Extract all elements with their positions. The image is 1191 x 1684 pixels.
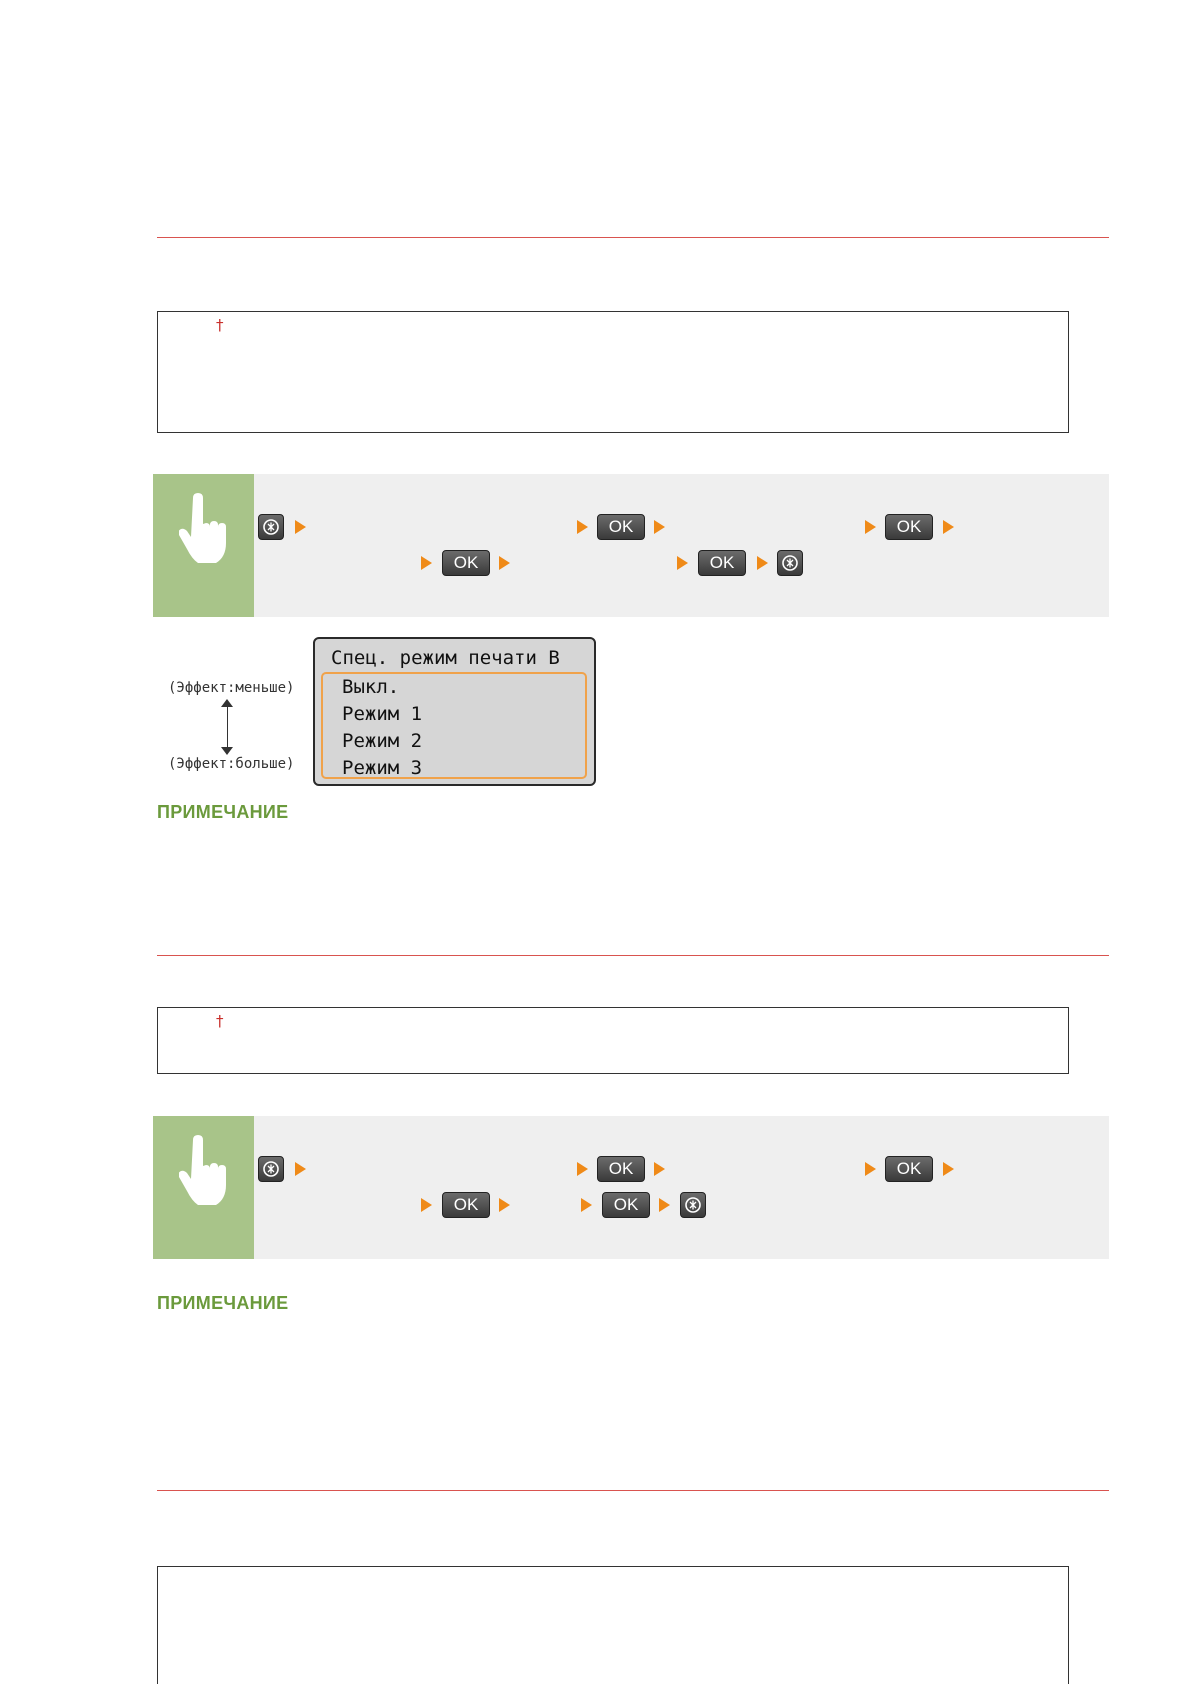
- hand-icon-block: [153, 1116, 254, 1259]
- procedure-panel: OK OK OK OK: [153, 1116, 1109, 1259]
- section-divider: [157, 955, 1109, 956]
- step-arrow: [421, 556, 432, 570]
- step-arrow: [943, 1162, 954, 1176]
- ok-button: OK: [442, 550, 490, 576]
- lcd-option: Выкл.: [342, 676, 400, 698]
- step-arrow: [943, 520, 954, 534]
- arrow-up-icon: [221, 699, 233, 707]
- step-arrow: [577, 1162, 588, 1176]
- dagger-mark: †: [216, 1012, 224, 1030]
- ok-button: OK: [602, 1192, 650, 1218]
- setting-box: [157, 1566, 1069, 1684]
- menu-button: [258, 1156, 284, 1182]
- dagger-mark: †: [216, 316, 224, 334]
- step-arrow: [499, 556, 510, 570]
- menu-button: [777, 550, 803, 576]
- lcd-option: Режим 3: [342, 757, 423, 779]
- lcd-option: Режим 1: [342, 703, 423, 725]
- menu-icon: [263, 519, 279, 535]
- step-arrow: [654, 1162, 665, 1176]
- effect-more-label: (Эффект:больше): [168, 756, 295, 772]
- range-line: [227, 704, 228, 748]
- ok-button: OK: [885, 514, 933, 540]
- step-arrow: [659, 1198, 670, 1212]
- hand-icon-block: [153, 474, 254, 617]
- step-arrow: [499, 1198, 510, 1212]
- lcd-title: Спец. режим печати B: [331, 647, 560, 669]
- step-arrow: [865, 520, 876, 534]
- step-arrow: [757, 556, 768, 570]
- lcd-screen: Спец. режим печати B Выкл. Режим 1 Режим…: [313, 637, 596, 786]
- ok-button: OK: [597, 1156, 645, 1182]
- hand-icon: [179, 493, 226, 563]
- note-heading: ПРИМЕЧАНИЕ: [157, 802, 289, 822]
- step-arrow: [581, 1198, 592, 1212]
- arrow-down-icon: [221, 747, 233, 755]
- menu-icon: [263, 1161, 279, 1177]
- section-divider: [157, 1490, 1109, 1491]
- note-heading: ПРИМЕЧАНИЕ: [157, 1293, 289, 1313]
- step-arrow: [677, 556, 688, 570]
- menu-button: [258, 514, 284, 540]
- ok-button: OK: [597, 514, 645, 540]
- ok-button: OK: [442, 1192, 490, 1218]
- step-arrow: [654, 520, 665, 534]
- setting-box: †: [157, 1007, 1069, 1074]
- menu-icon: [782, 555, 798, 571]
- step-arrow: [295, 1162, 306, 1176]
- lcd-option: Режим 2: [342, 730, 423, 752]
- step-arrow: [577, 520, 588, 534]
- step-arrow: [865, 1162, 876, 1176]
- lcd-selection-frame: [321, 672, 587, 779]
- step-arrow: [295, 520, 306, 534]
- ok-button: OK: [698, 550, 746, 576]
- ok-button: OK: [885, 1156, 933, 1182]
- effect-less-label: (Эффект:меньше): [168, 680, 295, 696]
- menu-button: [680, 1192, 706, 1218]
- setting-box: †: [157, 311, 1069, 433]
- procedure-panel: OK OK OK OK: [153, 474, 1109, 617]
- hand-icon: [179, 1135, 226, 1205]
- menu-icon: [685, 1197, 701, 1213]
- step-arrow: [421, 1198, 432, 1212]
- section-divider: [157, 237, 1109, 238]
